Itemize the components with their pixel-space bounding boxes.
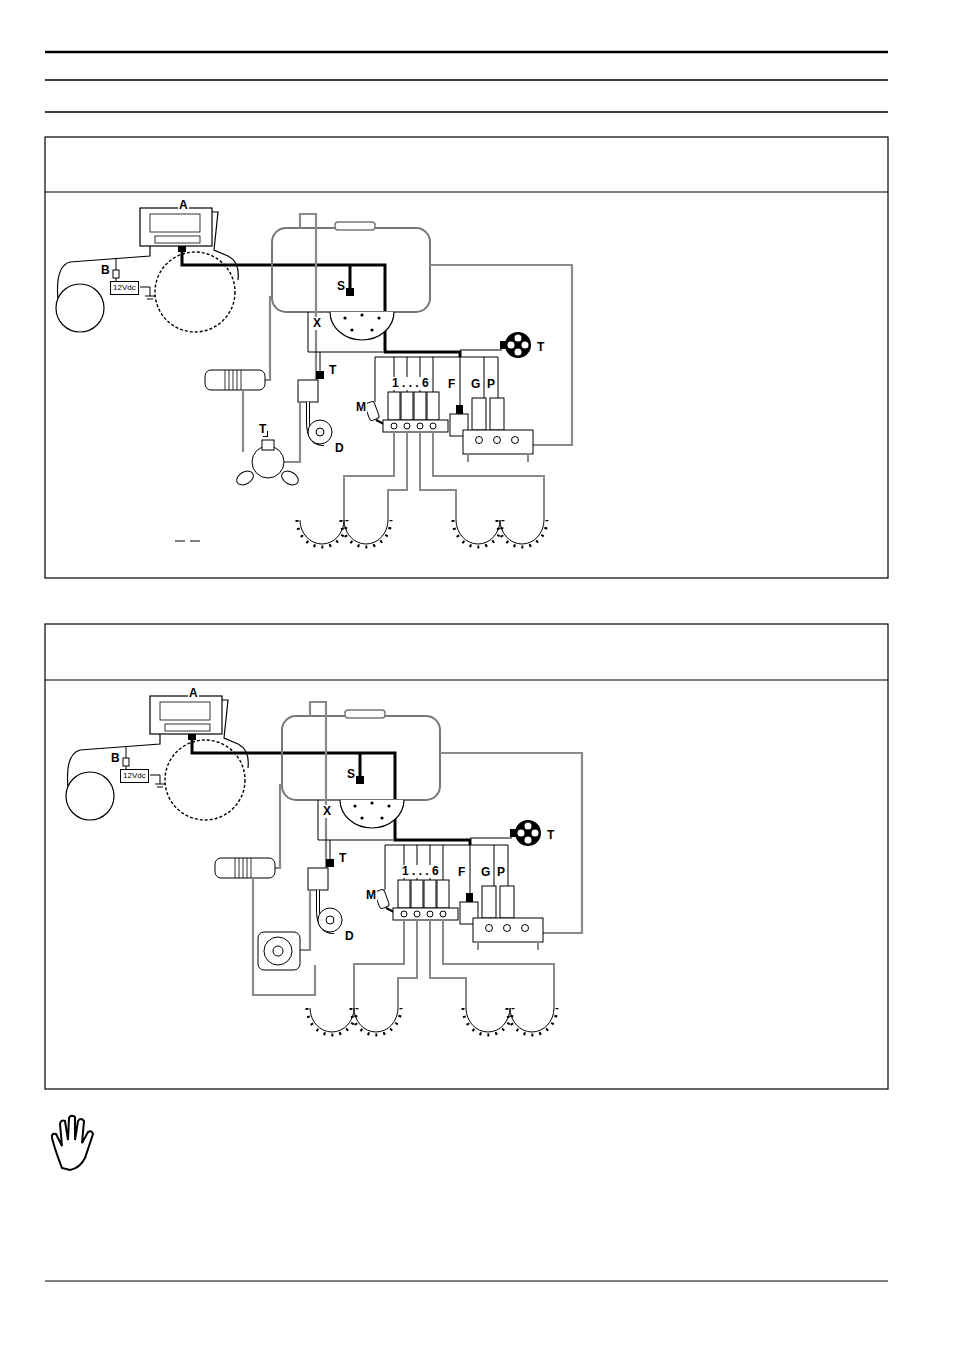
callout-holder: A — [178, 195, 189, 213]
callout-holder: T — [258, 419, 267, 437]
callout-holder: T — [546, 825, 555, 843]
callout-letter: M — [365, 889, 377, 902]
callout-letter: T — [536, 341, 545, 354]
callout-holder: B — [110, 748, 121, 766]
callout-letter: M — [355, 401, 367, 414]
callout-holder: M — [365, 885, 377, 903]
callout-holder: F — [457, 862, 466, 880]
callout-letter: G — [470, 378, 481, 391]
callout-holder: T — [536, 337, 545, 355]
callout-holder: X — [322, 801, 332, 819]
callout-holder: 1 . . . 6 — [391, 373, 430, 391]
battery-box: 12Vdc — [120, 769, 149, 783]
pump-group — [175, 390, 301, 541]
rule — [45, 191, 888, 192]
callout-holder: S — [336, 276, 346, 294]
callout-holder: B — [100, 260, 111, 278]
sprayer-layout — [56, 208, 572, 547]
callout-letter: T — [338, 852, 347, 865]
callout-holder: A — [188, 683, 199, 701]
battery-box: 12Vdc — [110, 281, 139, 295]
figure-frame — [45, 624, 888, 1089]
callout-letter: T — [258, 423, 267, 436]
callout-holder: T — [328, 360, 337, 378]
callout-holder: G — [480, 862, 491, 880]
callout-letter: A — [178, 199, 189, 212]
callout-letter: S — [336, 280, 346, 293]
callout-letter: T — [546, 829, 555, 842]
callout-letter: X — [322, 805, 332, 818]
callout-letter: D — [334, 442, 345, 455]
callout-letter: P — [496, 866, 506, 879]
callout-letter: F — [457, 866, 466, 879]
callout-holder: D — [344, 926, 355, 944]
caution-hand-icon — [52, 1116, 93, 1170]
callout-letter: P — [486, 378, 496, 391]
rule — [45, 51, 888, 54]
callout-holder: F — [447, 374, 456, 392]
callout-holder: X — [312, 313, 322, 331]
figure-frame — [45, 137, 888, 578]
pump-group — [253, 878, 315, 995]
callout-letter: 1 . . . 6 — [401, 865, 440, 878]
callout-holder: M — [355, 397, 367, 415]
callout-letter: 1 . . . 6 — [391, 377, 430, 390]
callout-holder: P — [496, 862, 506, 880]
rule — [45, 111, 888, 113]
callout-holder: T — [338, 848, 347, 866]
callout-letter: X — [312, 317, 322, 330]
rule — [45, 679, 888, 680]
sprayer-layout — [66, 696, 582, 1035]
callout-holder: P — [486, 374, 496, 392]
callout-letter: A — [188, 687, 199, 700]
rule — [45, 1281, 888, 1282]
battery-label: 12Vdc — [121, 770, 148, 782]
callout-holder: G — [470, 374, 481, 392]
callout-letter: B — [100, 264, 111, 277]
callout-letter: S — [346, 768, 356, 781]
rule — [45, 79, 888, 81]
callout-holder: 1 . . . 6 — [401, 861, 440, 879]
callout-holder: S — [346, 764, 356, 782]
callout-holder: D — [334, 438, 345, 456]
callout-letter: B — [110, 752, 121, 765]
battery-label: 12Vdc — [111, 282, 138, 294]
callout-letter: D — [344, 930, 355, 943]
callout-letter: G — [480, 866, 491, 879]
callout-letter: F — [447, 378, 456, 391]
callout-letter: T — [328, 364, 337, 377]
